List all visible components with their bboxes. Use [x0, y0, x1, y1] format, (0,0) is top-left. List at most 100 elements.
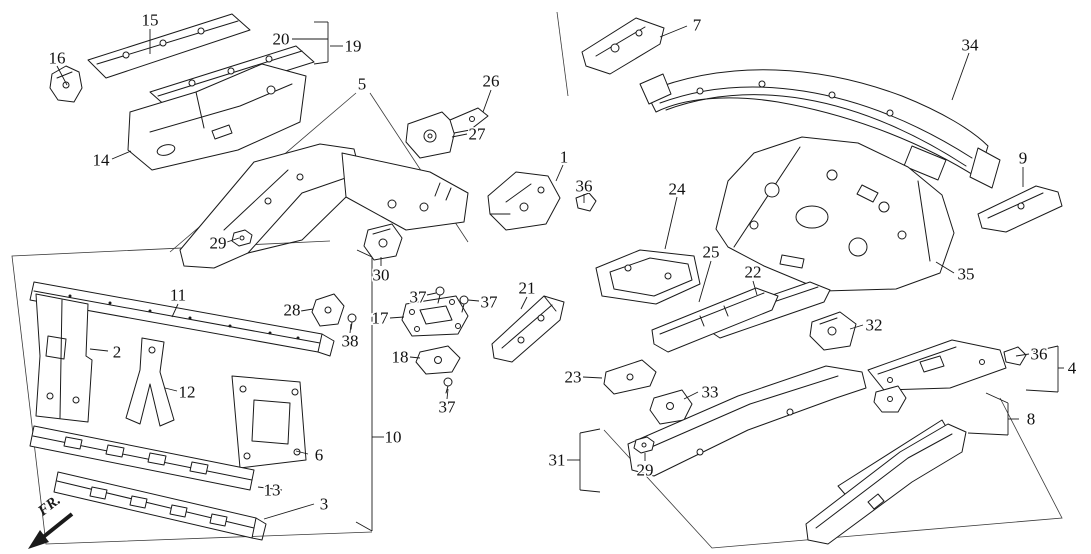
part-sketch-36-right — [1003, 346, 1027, 366]
part-sketch-24 — [595, 249, 701, 305]
callout-26[interactable]: 26 — [481, 70, 501, 92]
leader-line — [446, 388, 449, 400]
callout-15[interactable]: 15 — [140, 9, 160, 31]
part-sketch-17 — [401, 295, 469, 337]
leader-line — [1015, 353, 1030, 357]
part-sketch-29-left — [231, 229, 253, 247]
part-sketch-36-left — [575, 192, 597, 212]
leader-line — [579, 489, 601, 493]
leader-line — [1031, 345, 1059, 353]
callout-30[interactable]: 30 — [371, 264, 391, 286]
callout-1[interactable]: 1 — [558, 146, 570, 168]
leader-line — [451, 133, 468, 138]
callout-23[interactable]: 23 — [563, 366, 583, 388]
part-sketches — [29, 13, 1063, 545]
callout-2[interactable]: 2 — [111, 341, 123, 363]
callout-22[interactable]: 22 — [743, 261, 763, 283]
part-sketch-38-bolt — [347, 313, 357, 330]
part-sketch-23 — [603, 359, 657, 395]
group-outlines — [11, 11, 1063, 549]
leader-line — [935, 261, 955, 274]
callout-6[interactable]: 6 — [313, 444, 325, 466]
leader-line — [582, 376, 603, 379]
leader-line — [752, 280, 758, 296]
callout-37[interactable]: 37 — [479, 291, 500, 313]
callout-36[interactable]: 36 — [574, 175, 594, 197]
callout-28[interactable]: 28 — [282, 299, 302, 321]
callout-13[interactable]: 13 — [262, 479, 282, 501]
part-sketch-21 — [491, 295, 565, 363]
leader-line — [313, 61, 329, 65]
leader-line — [226, 237, 240, 243]
leader-line — [579, 428, 601, 434]
leader-line — [295, 450, 309, 455]
callout-37[interactable]: 37 — [408, 286, 429, 308]
leader-line — [659, 25, 688, 38]
leader-line — [698, 260, 712, 303]
callout-4[interactable]: 4 — [1066, 357, 1078, 379]
leader-line — [356, 249, 373, 258]
leader-line — [300, 308, 314, 312]
part-sketch-25 — [651, 287, 779, 353]
callout-24[interactable]: 24 — [667, 178, 688, 200]
part-sketch-9 — [977, 185, 1063, 233]
callout-29[interactable]: 29 — [208, 232, 228, 254]
leader-line — [967, 432, 1009, 436]
part-sketch-2 — [35, 293, 93, 423]
callout-16[interactable]: 16 — [47, 47, 67, 69]
callout-37[interactable]: 37 — [437, 396, 458, 418]
callout-8[interactable]: 8 — [1025, 408, 1037, 430]
callout-19[interactable]: 19 — [343, 35, 363, 57]
callout-31[interactable]: 31 — [547, 449, 567, 471]
callout-35[interactable]: 35 — [956, 263, 976, 285]
part-sketch-30 — [363, 223, 403, 261]
part-sketch-15 — [87, 13, 251, 79]
callout-25[interactable]: 25 — [701, 241, 721, 263]
part-sketch-7 — [581, 17, 665, 75]
callout-17[interactable]: 17 — [370, 307, 391, 329]
callout-12[interactable]: 12 — [177, 381, 197, 403]
leader-line — [683, 391, 699, 400]
leader-line — [164, 387, 178, 392]
part-sketch-35 — [715, 136, 955, 292]
leader-line — [985, 392, 1009, 404]
leader-line — [89, 348, 109, 352]
callout-14[interactable]: 14 — [91, 149, 112, 171]
part-sketch-13 — [29, 425, 255, 491]
leader-line — [482, 89, 492, 113]
callout-27[interactable]: 27 — [467, 123, 488, 145]
part-sketch-27 — [405, 107, 489, 159]
callout-18[interactable]: 18 — [390, 346, 410, 368]
callout-10[interactable]: 10 — [383, 426, 403, 448]
callout-7[interactable]: 7 — [691, 14, 703, 36]
part-sketch-37-bolt-c — [443, 377, 453, 394]
callout-5[interactable]: 5 — [356, 73, 368, 95]
callout-11[interactable]: 11 — [168, 284, 187, 306]
callout-9[interactable]: 9 — [1017, 147, 1029, 169]
part-sketch-14 — [127, 63, 307, 171]
callout-34[interactable]: 34 — [960, 34, 981, 56]
callout-21[interactable]: 21 — [517, 277, 537, 299]
callout-36[interactable]: 36 — [1029, 343, 1049, 365]
part-sketch-37-bolt-b — [459, 295, 469, 313]
part-sketch-5 — [179, 143, 469, 269]
callout-29[interactable]: 29 — [635, 459, 655, 481]
callout-3[interactable]: 3 — [318, 493, 330, 515]
fr-direction-indicator: FR. — [28, 492, 74, 549]
leader-line — [111, 150, 132, 160]
callout-20[interactable]: 20 — [271, 28, 291, 50]
callout-32[interactable]: 32 — [864, 314, 884, 336]
leader-line — [263, 503, 315, 520]
part-sketch-31-frame — [627, 365, 967, 545]
leader-line — [355, 521, 373, 532]
leader-line — [56, 65, 68, 86]
fr-arrow-head-icon — [28, 530, 49, 549]
fr-arrow-shaft — [40, 512, 74, 540]
callout-33[interactable]: 33 — [700, 381, 720, 403]
part-sketch-12 — [125, 337, 175, 427]
callout-38[interactable]: 38 — [340, 330, 360, 352]
leader-line — [349, 323, 352, 334]
leader-line — [664, 196, 678, 250]
